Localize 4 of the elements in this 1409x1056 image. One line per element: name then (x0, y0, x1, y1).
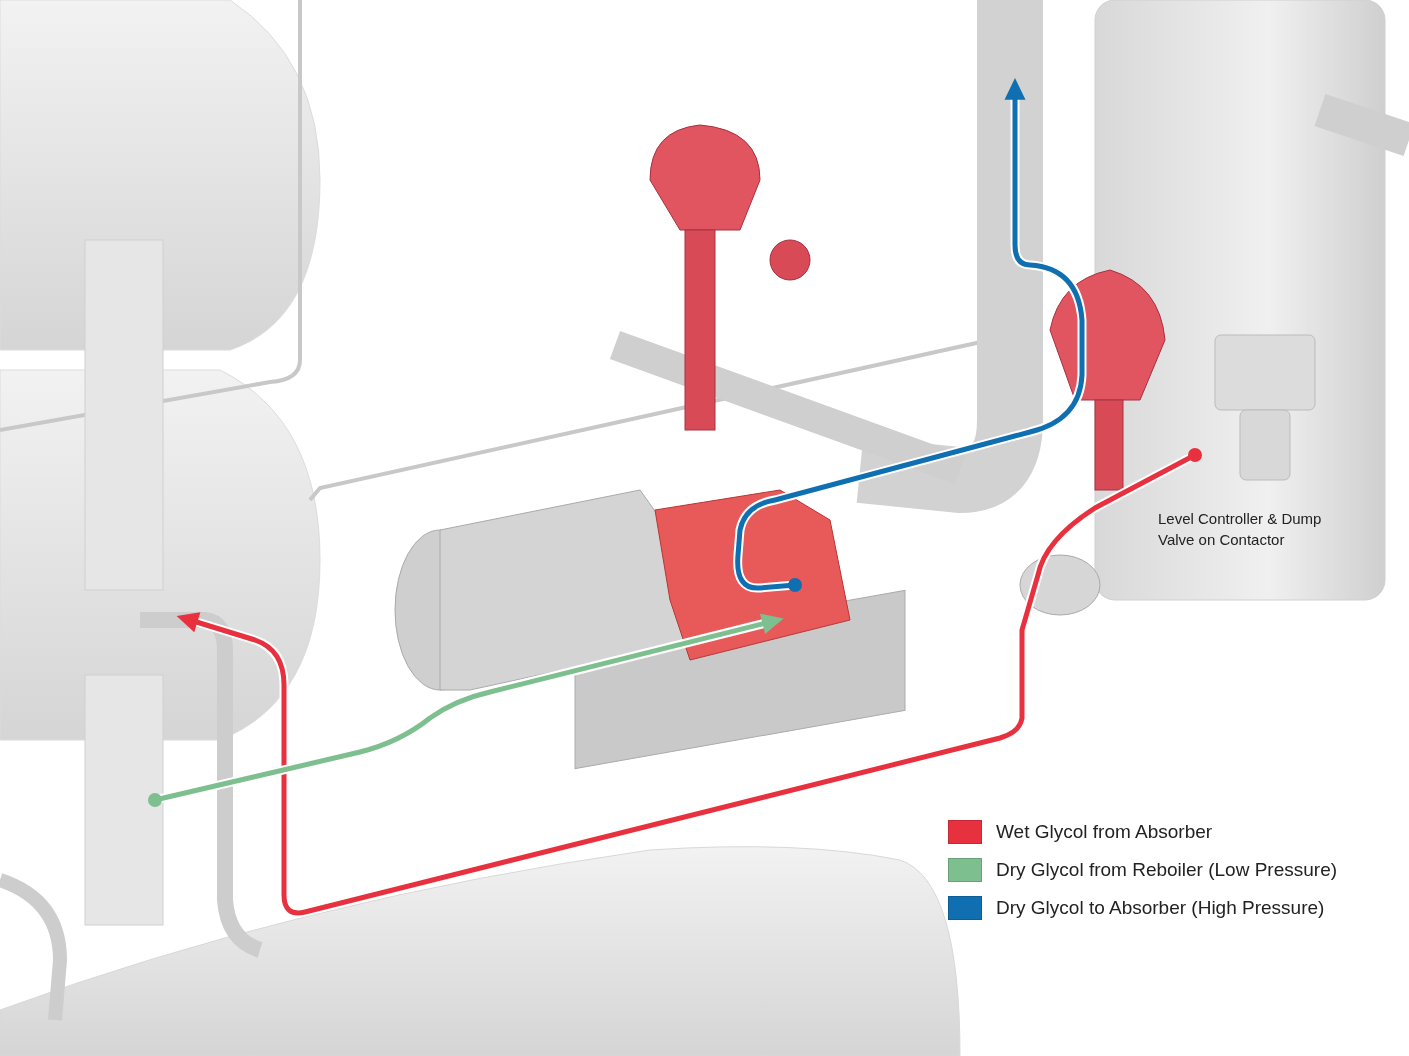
legend-label: Dry Glycol to Absorber (High Pressure) (996, 897, 1325, 919)
equipment-label: Level Controller & Dump Valve on Contactor (1158, 509, 1323, 550)
legend-label: Wet Glycol from Absorber (996, 821, 1213, 843)
legend-label: Dry Glycol from Reboiler (Low Pressure) (996, 859, 1338, 881)
